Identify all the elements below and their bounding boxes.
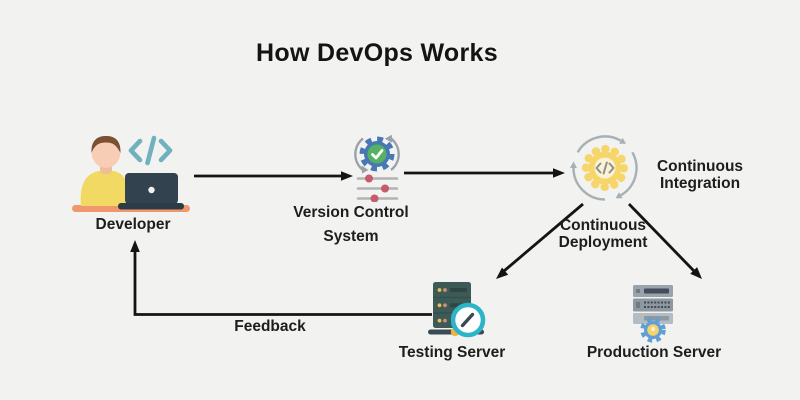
arrow-feedback-to-developer [130,240,432,316]
production-server-icon [633,285,673,343]
arrow-developer-to-vcs [194,171,353,181]
ci-cycle-gear-icon [570,135,638,201]
developer-at-laptop-icon [72,135,190,212]
testing-server-label: Testing Server [398,344,506,361]
arrow-vcs-to-ci [404,168,565,178]
code-symbol-icon [128,135,173,166]
page-title: How DevOps Works [256,39,498,67]
magnifier-icon [450,302,486,338]
continuous-integration-label: Continuous Integration [656,158,744,192]
version-control-label: Version Control System [293,204,409,245]
production-server-label: Production Server [586,344,722,361]
testing-server-icon [428,282,486,338]
developer-label: Developer [95,216,171,233]
feedback-label: Feedback [234,318,306,335]
version-control-gear-icon [354,134,400,202]
continuous-deployment-label: Continuous Deployment [558,217,648,251]
gear-icon [640,317,666,343]
